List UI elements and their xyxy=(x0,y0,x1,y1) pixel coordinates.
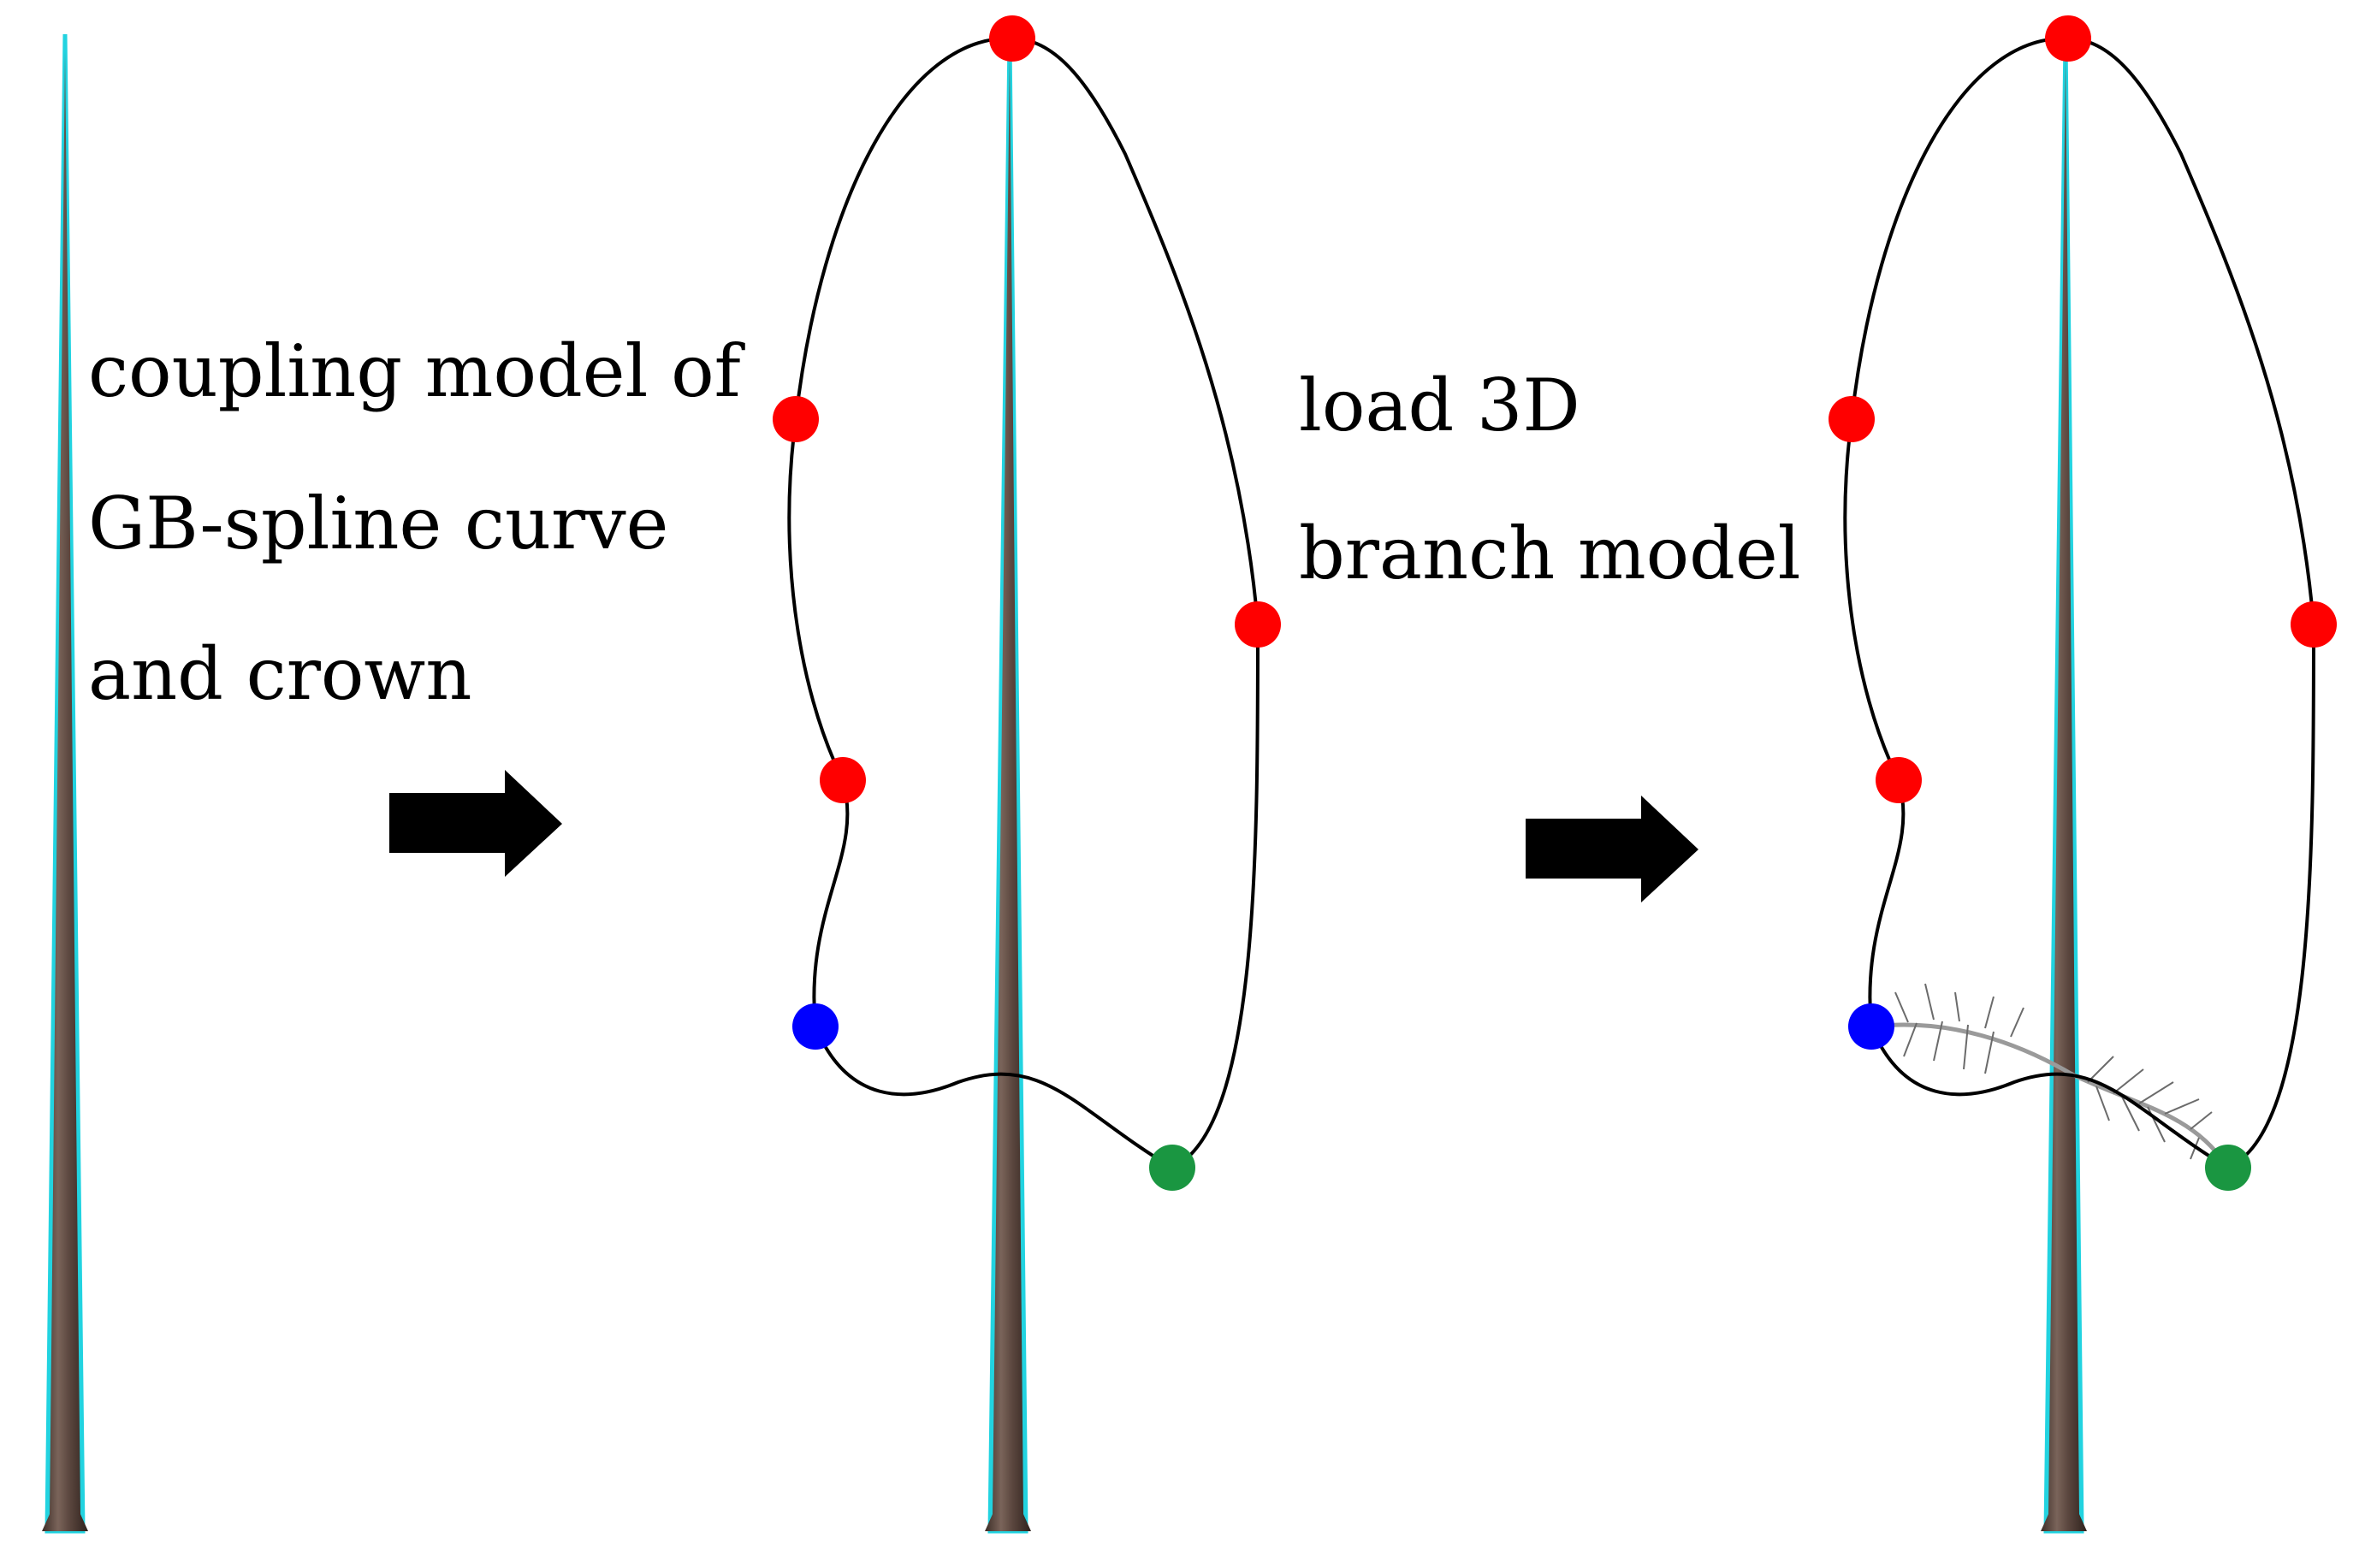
control-point-blue xyxy=(792,1003,839,1050)
crown-3-control-points xyxy=(1829,15,2337,1191)
step1-label-line1: coupling model of xyxy=(88,329,746,413)
control-point-blue xyxy=(1848,1003,1894,1050)
trunk-3-bark xyxy=(2041,56,2087,1531)
crown-curve-2 xyxy=(787,36,1260,1170)
control-point-red xyxy=(1829,396,1875,442)
trunk-1-bark xyxy=(42,51,88,1531)
step2-label-line2: branch model xyxy=(1299,512,1801,595)
control-point-green xyxy=(2205,1145,2251,1191)
step2-label: load 3D branch model xyxy=(1299,364,1801,595)
crown-curve-3 xyxy=(1843,36,2316,1170)
right-arrow-icon xyxy=(389,770,562,877)
control-point-green xyxy=(1149,1145,1195,1191)
crown-2-control-points xyxy=(773,15,1281,1191)
control-point-red xyxy=(1876,757,1922,803)
control-point-red xyxy=(1235,601,1281,648)
step1-label-line3: and crown xyxy=(88,632,471,716)
trunk-3 xyxy=(2041,38,2087,1534)
control-point-red xyxy=(773,396,819,442)
control-point-red xyxy=(2291,601,2337,648)
step1-label-line2: GB-spline curve xyxy=(88,482,668,565)
trunk-2 xyxy=(985,38,1031,1534)
trunk-1 xyxy=(42,33,88,1534)
trunk-2-bark xyxy=(985,56,1031,1531)
control-point-red xyxy=(2045,15,2091,62)
right-arrow-icon xyxy=(1526,796,1698,902)
control-point-red xyxy=(989,15,1035,62)
step2-label-line1: load 3D xyxy=(1299,364,1580,447)
control-point-red xyxy=(820,757,866,803)
step1-label: coupling model of GB-spline curve and cr… xyxy=(88,329,746,716)
